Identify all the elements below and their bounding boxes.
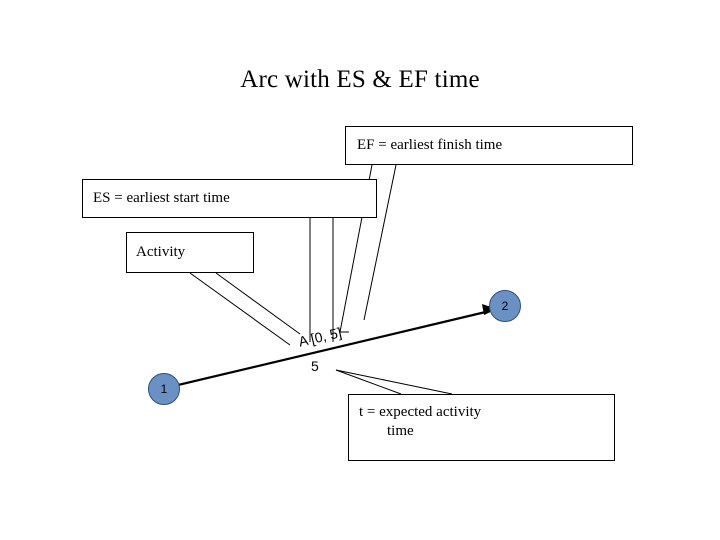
leader-t — [335, 369, 453, 395]
node-1: 1 — [148, 373, 180, 405]
leader-activity — [189, 272, 301, 346]
callout-activity-label: Activity — [136, 244, 186, 260]
callout-es-label: ES = earliest start time — [93, 190, 230, 206]
callout-ef-label: EF = earliest finish time — [357, 137, 503, 153]
callout-ef: EF = earliest finish time — [345, 126, 633, 165]
callout-expected-time-line1: t = expected activity — [359, 404, 482, 420]
page-title: Arc with ES & EF time — [240, 66, 480, 93]
leader-es — [309, 218, 334, 342]
arc-duration-label: 5 — [311, 358, 319, 374]
node-2: 2 — [489, 290, 521, 322]
callout-expected-time-line2: time — [387, 423, 414, 439]
callout-expected-time: t = expected activity time — [348, 394, 615, 461]
callout-expected-time-label: t = expected activity time — [359, 403, 599, 441]
callout-activity: Activity — [126, 232, 254, 273]
arc-name-label: A [0, 5] — [297, 324, 344, 350]
arc-1-to-2 — [177, 304, 497, 387]
callout-es: ES = earliest start time — [82, 179, 377, 218]
